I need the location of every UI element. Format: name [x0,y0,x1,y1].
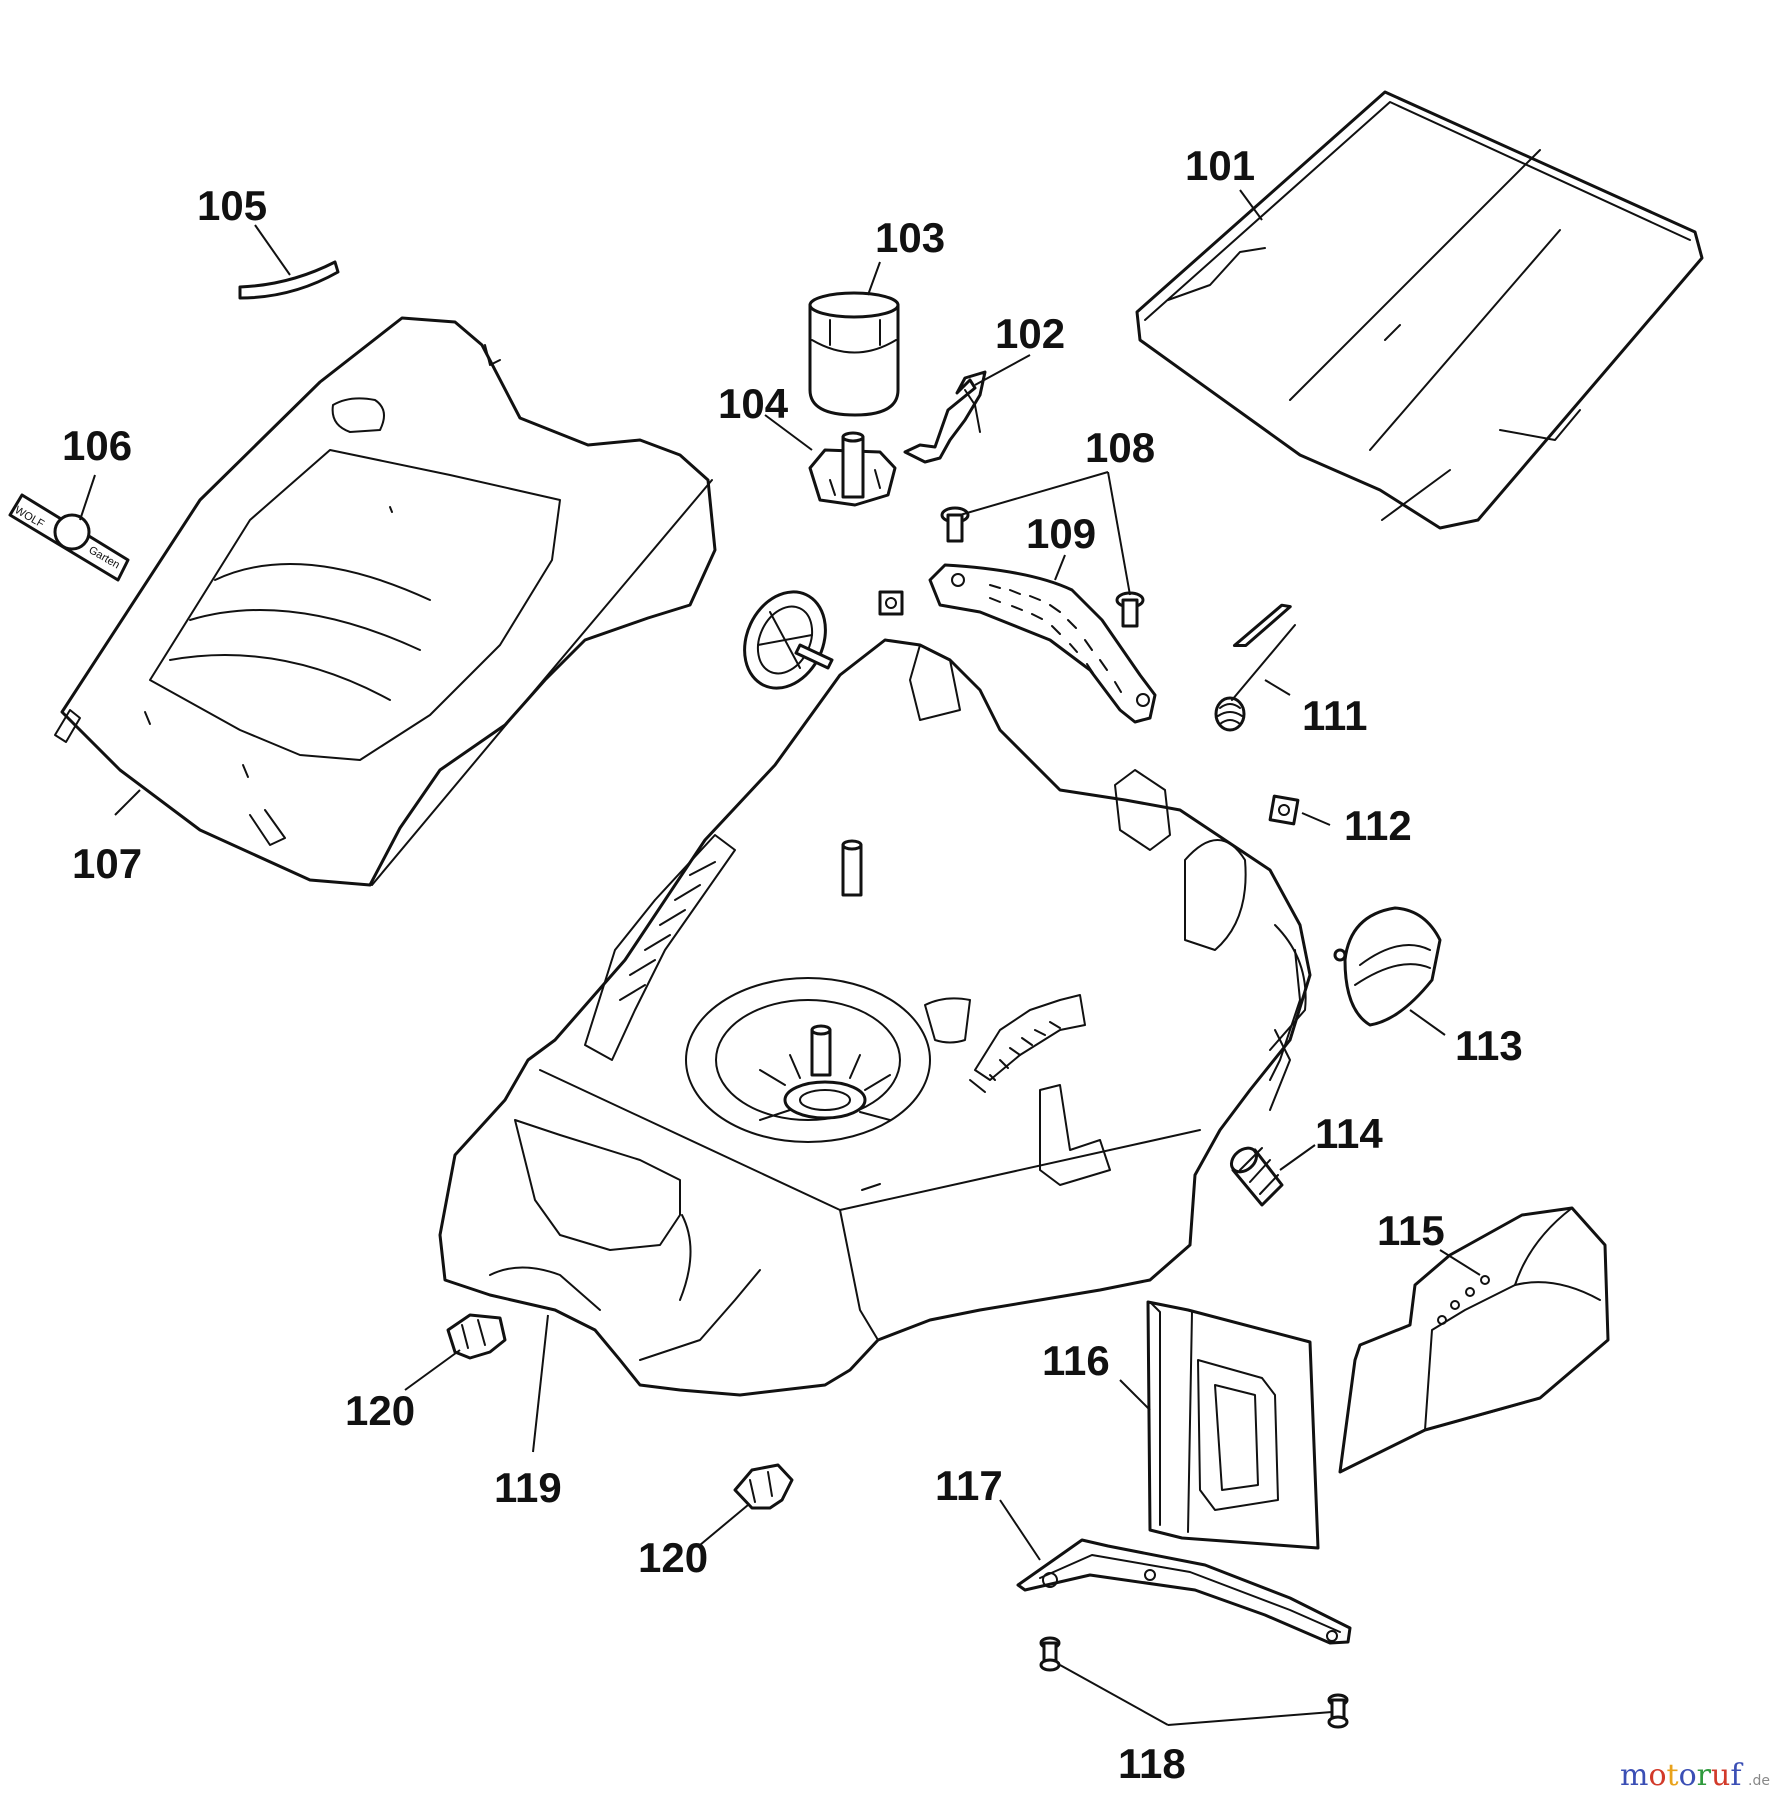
part-115-rear-flap [1338,1206,1610,1474]
part-103-switch-housing [808,291,900,417]
watermark-letter: o [1648,1758,1666,1793]
leader-118b [1167,1711,1333,1726]
callout-labels: 101 102 103 104 105 106 107 108 109 111 … [62,142,1523,1787]
part-119-mower-housing [438,638,1312,1397]
leader-105 [254,224,291,276]
callout-112: 112 [1344,802,1412,849]
watermark-letter: t [1667,1758,1679,1793]
callout-115: 115 [1377,1207,1445,1254]
callout-105: 105 [197,182,267,229]
leader-106 [79,474,96,521]
part-118-screw-b [1327,1693,1349,1729]
watermark-letter: o [1679,1758,1697,1793]
callout-120b: 120 [638,1534,708,1581]
callout-107: 107 [72,840,142,887]
leader-117 [999,1499,1041,1561]
callout-118: 118 [1118,1740,1186,1787]
leader-118a [1059,1664,1169,1726]
part-117-guide-rail [1016,1538,1352,1645]
part-114-bushing [1229,1146,1284,1207]
callout-108: 108 [1085,424,1155,471]
part-102-lever [903,370,987,464]
watermark-letter: m [1620,1758,1648,1793]
callout-103: 103 [875,214,945,261]
leader-119 [532,1314,549,1453]
leader-115 [1439,1249,1481,1276]
leader-107 [114,789,141,816]
leader-102 [974,354,1031,386]
leader-101 [1239,189,1263,221]
callout-106: 106 [62,422,132,469]
part-112-nut [1268,794,1300,826]
part-square-nut [878,590,904,616]
part-116-chute-plate [1146,1300,1320,1550]
leader-108a [959,471,1109,516]
callout-113: 113 [1455,1022,1523,1069]
leader-109 [1054,554,1066,581]
callout-119: 119 [494,1464,562,1511]
part-108-screw-b [1115,591,1145,628]
part-118-screw-a [1039,1636,1061,1672]
leader-108b [1107,471,1131,596]
part-101-grassbox-lid [1135,90,1704,530]
leader-114 [1279,1144,1316,1171]
leader-104 [764,414,813,451]
callout-102: 102 [995,310,1065,357]
part-120-clip-b [733,1463,794,1510]
part-113-height-knob [1333,906,1442,1027]
part-104-switch-hub [808,431,897,507]
watermark-letter: r [1697,1758,1712,1793]
svg-text:motoruf: motoruf [1620,1758,1743,1793]
callout-104: 104 [718,380,789,427]
callout-117: 117 [935,1462,1003,1509]
part-108-screw-a [940,506,970,543]
watermark-letter: f [1730,1758,1743,1793]
callout-111: 111 [1302,692,1367,739]
watermark-letter: u [1711,1758,1730,1793]
part-106-logo-badge: WOLF Garten [8,493,130,582]
leader-116 [1119,1379,1151,1411]
part-wheel-hub [743,590,834,690]
part-105-tube [238,260,340,300]
callout-116: 116 [1042,1337,1110,1384]
leader-112 [1301,812,1331,826]
watermark-logo: motoruf .de [1620,1758,1770,1793]
callout-101: 101 [1185,142,1255,189]
leader-lines [79,189,1481,1726]
leader-120a [404,1349,461,1391]
leader-113 [1409,1009,1446,1036]
leader-120b [699,1504,749,1546]
part-107-motor-hood [54,316,717,887]
callout-109: 109 [1026,510,1096,557]
part-111-torsion-spring [1214,603,1296,732]
watermark-suffix: .de [1748,1773,1770,1789]
leader-103 [867,261,881,296]
part-109-handle-bracket [928,563,1157,724]
leader-111 [1264,679,1291,696]
callout-114: 114 [1315,1110,1383,1157]
callout-120a: 120 [345,1387,415,1434]
